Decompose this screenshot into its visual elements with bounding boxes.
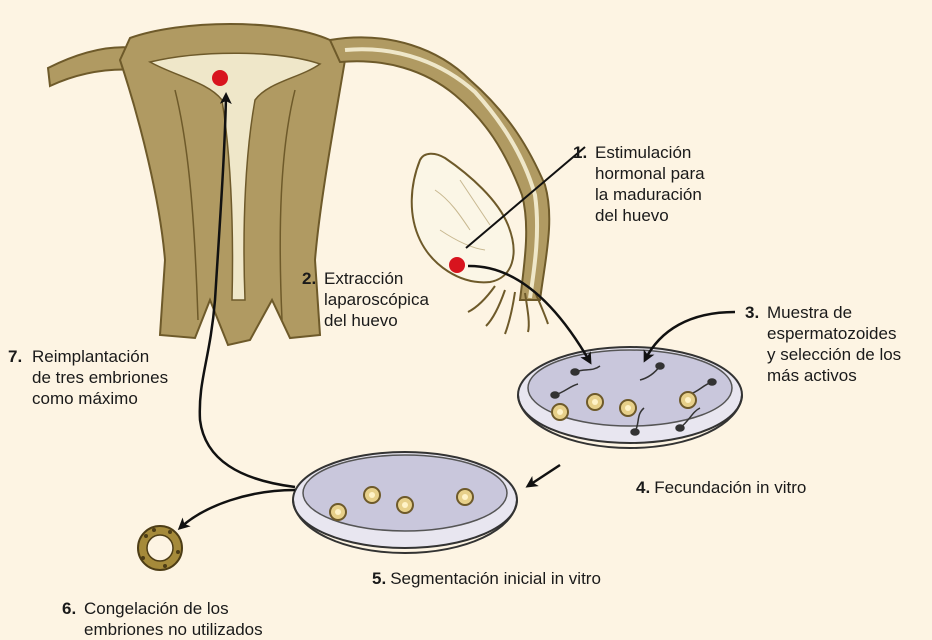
step-number: 3. bbox=[745, 303, 759, 322]
frozen-embryo bbox=[138, 526, 182, 570]
step-text-line: del huevo bbox=[595, 205, 705, 226]
step-number: 4. bbox=[636, 478, 650, 497]
label-step-3: 3. Muestra de espermatozoides y selecció… bbox=[745, 302, 901, 386]
step-text-line: Muestra de bbox=[767, 302, 901, 323]
label-step-4: 4.Fecundación in vitro bbox=[636, 477, 806, 498]
step-text-line: de tres embriones bbox=[32, 367, 168, 388]
step-number: 7. bbox=[8, 347, 22, 366]
step-text-line: Reimplantación bbox=[32, 346, 168, 367]
step-text-line: Segmentación inicial in vitro bbox=[390, 569, 601, 588]
label-step-6: 6. Congelación de los embriones no utili… bbox=[62, 598, 263, 640]
label-step-7: 7. Reimplantación de tres embriones como… bbox=[8, 346, 168, 409]
egg-marker bbox=[449, 257, 465, 273]
arrow-fertilization-to-segmentation bbox=[528, 465, 560, 486]
step-number: 5. bbox=[372, 569, 386, 588]
step-text-line: espermatozoides bbox=[767, 323, 901, 344]
step-text-line: y selección de los bbox=[767, 344, 901, 365]
step-text-line: del huevo bbox=[324, 310, 429, 331]
segmentation-dish bbox=[293, 452, 517, 553]
step-text-line: la maduración bbox=[595, 184, 705, 205]
step-text-line: Fecundación in vitro bbox=[654, 478, 806, 497]
step-text-line: más activos bbox=[767, 365, 901, 386]
step-text-line: laparoscópica bbox=[324, 289, 429, 310]
label-step-2: 2. Extracción laparoscópica del huevo bbox=[302, 268, 429, 331]
step-number: 6. bbox=[62, 599, 76, 618]
step-number: 1. bbox=[573, 143, 587, 162]
fertilization-dish bbox=[518, 347, 742, 448]
uterus-illustration bbox=[48, 24, 549, 345]
step-text-line: hormonal para bbox=[595, 163, 705, 184]
step-text-line: Estimulación bbox=[595, 142, 705, 163]
arrow-segmentation-to-freezing bbox=[180, 490, 295, 528]
step-text-line: Extracción bbox=[324, 268, 429, 289]
step-text-line: embriones no utilizados bbox=[84, 619, 263, 640]
step-text-line: como máximo bbox=[32, 388, 168, 409]
step-text-line: Congelación de los bbox=[84, 598, 263, 619]
label-step-1: 1. Estimulación hormonal para la madurac… bbox=[573, 142, 705, 226]
implant-site-marker bbox=[212, 70, 228, 86]
step-number: 2. bbox=[302, 269, 316, 288]
label-step-5: 5.Segmentación inicial in vitro bbox=[372, 568, 601, 589]
